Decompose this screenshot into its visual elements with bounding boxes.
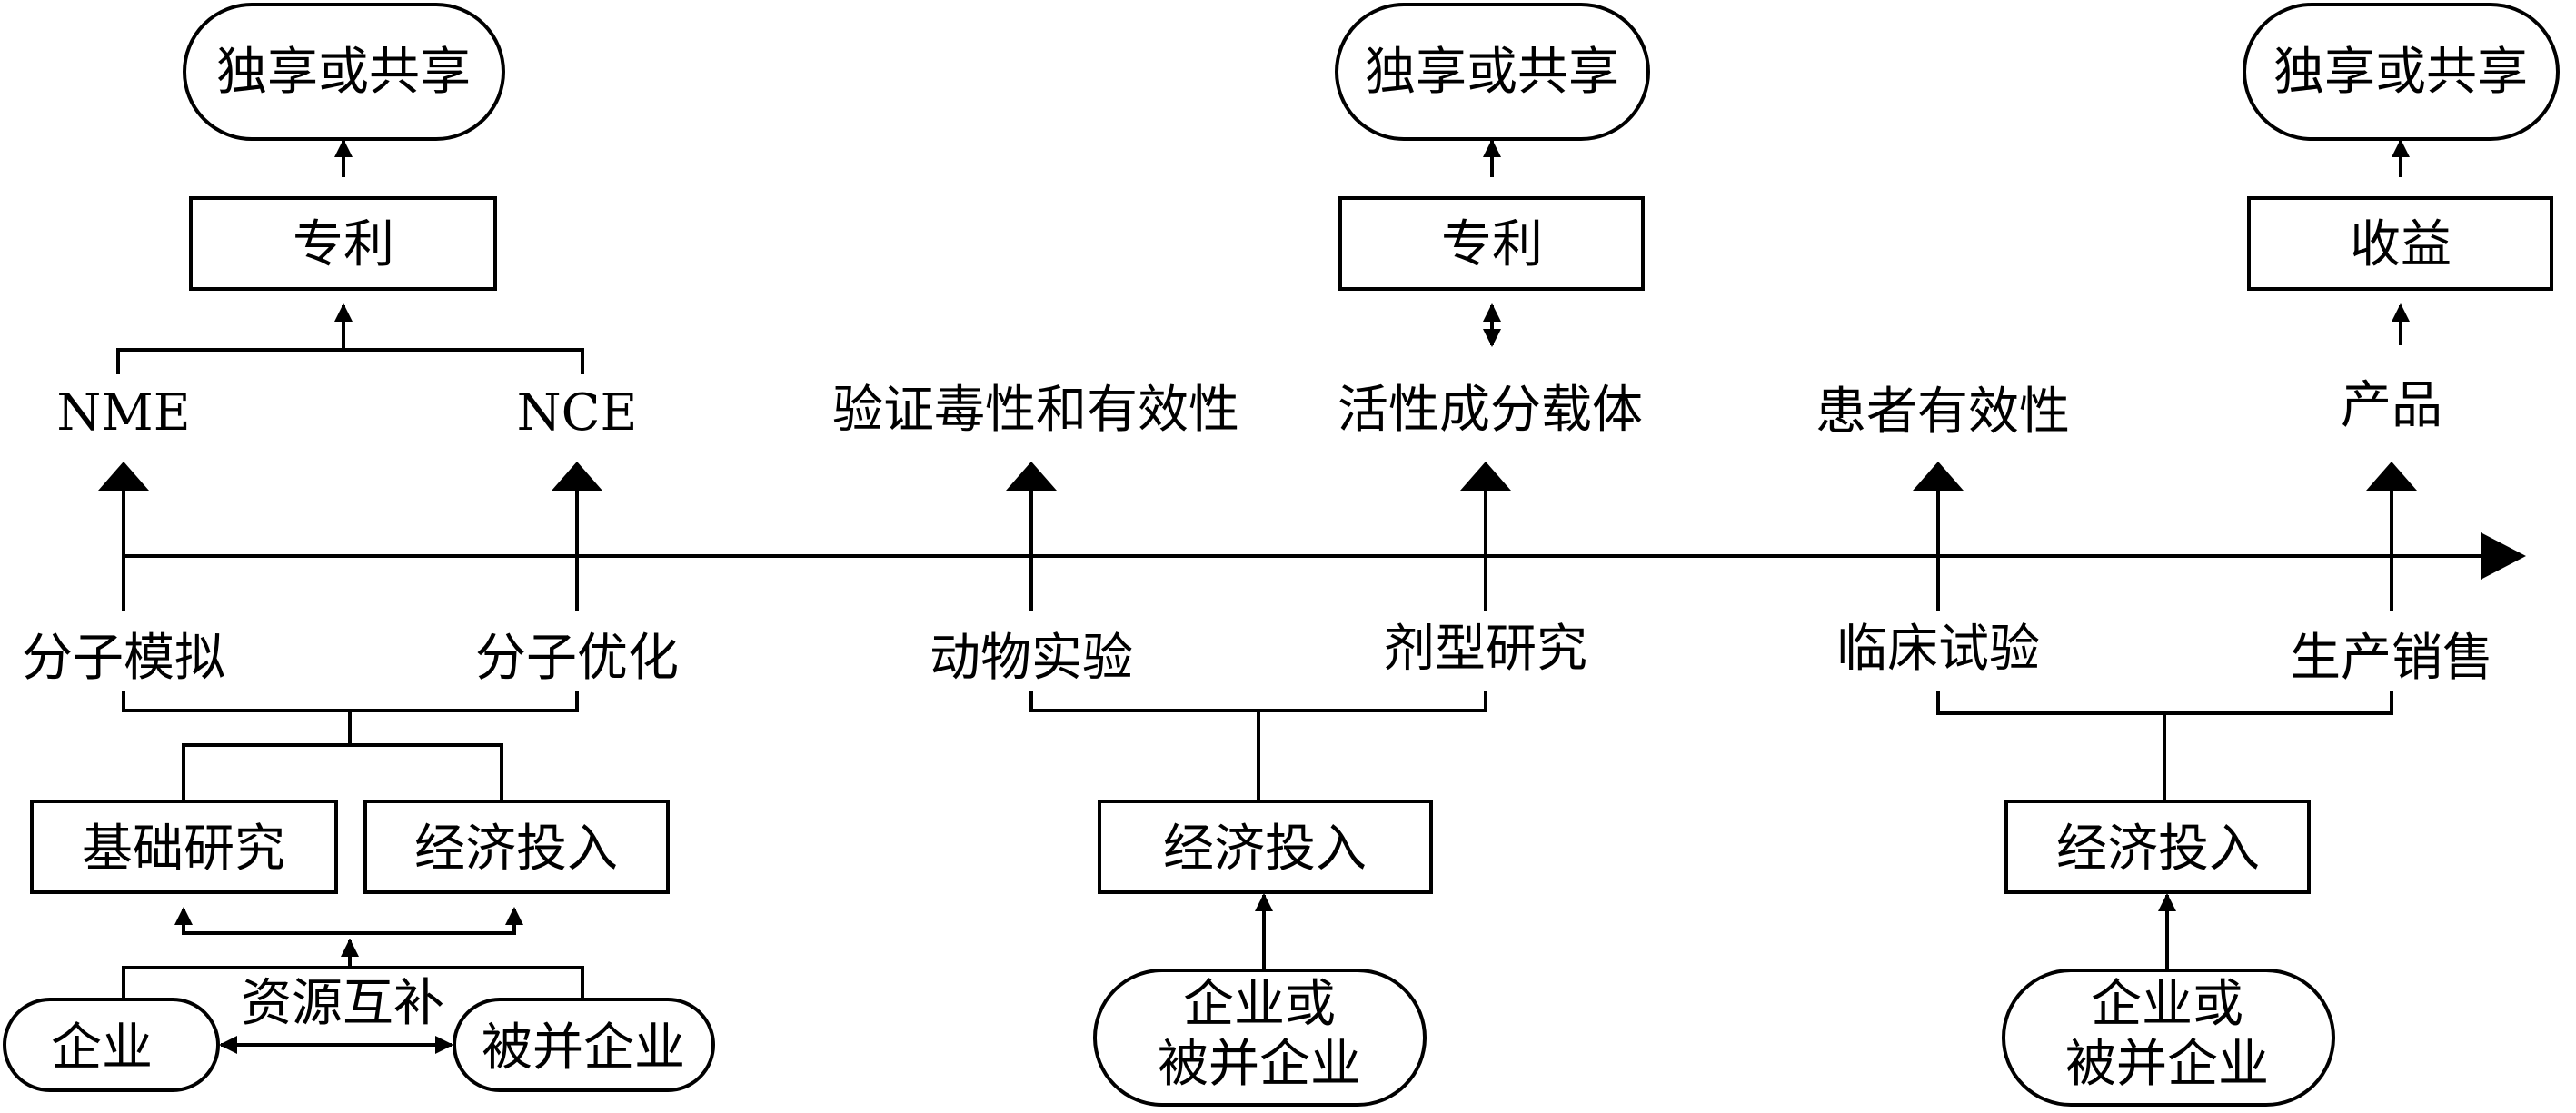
stage-production: 生产销售 — [2290, 629, 2493, 688]
patent-text-left: 专利 — [293, 215, 394, 274]
right-stage-bracket — [1936, 691, 2393, 715]
share-text-right: 独享或共享 — [2273, 43, 2528, 102]
revenue-box — [2247, 196, 2553, 291]
econ-input-box-right — [2004, 800, 2311, 894]
econ-input-box-mid — [1098, 800, 1433, 894]
actor-right-line1: 企业或 — [2091, 975, 2243, 1034]
enterprise-pill — [3, 998, 220, 1092]
patent-box-mid — [1338, 196, 1645, 291]
stage-animal: 动物实验 — [930, 629, 1133, 688]
outcome-toxicity: 验证毒性和有效性 — [832, 381, 1239, 440]
milestone-markers — [98, 462, 2417, 611]
merged-enterprise-text: 被并企业 — [482, 1019, 685, 1078]
outcome-carrier: 活性成分载体 — [1338, 381, 1643, 440]
merged-enterprise-pill — [453, 998, 715, 1092]
mid-stage-bracket — [1029, 691, 1487, 712]
outcome-patient: 患者有效性 — [1815, 383, 2070, 442]
patent-box-left — [189, 196, 497, 291]
actor-mid-line2: 被并企业 — [1158, 1035, 1361, 1094]
econ-input-box-left — [363, 800, 670, 894]
basic-research-box — [30, 800, 338, 894]
enterprise-or-merged-pill-right — [2002, 969, 2335, 1107]
nme-nce-bracket — [116, 348, 584, 374]
enterprise-or-merged-pill-mid — [1093, 969, 1427, 1107]
econ-input-text-left: 经济投入 — [414, 820, 618, 879]
stage-formulation: 剂型研究 — [1384, 620, 1587, 679]
econ-input-text-mid: 经济投入 — [1163, 820, 1367, 879]
resource-complement-label: 资源互补 — [241, 974, 444, 1033]
actor-right-line2: 被并企业 — [2065, 1035, 2269, 1094]
share-text-mid: 独享或共享 — [1365, 43, 1619, 102]
outcome-product: 产品 — [2341, 376, 2442, 435]
timeline-arrowhead — [2481, 532, 2526, 580]
revenue-text: 收益 — [2350, 215, 2452, 274]
share-text-left: 独享或共享 — [216, 43, 471, 102]
enterprise-text: 企业 — [51, 1019, 153, 1078]
stage-mol-model: 分子模拟 — [22, 629, 225, 688]
outcome-nme: NME — [56, 383, 190, 442]
actor-mid-line1: 企业或 — [1183, 975, 1336, 1034]
stage-clinical: 临床试验 — [1836, 620, 2040, 679]
patent-text-mid: 专利 — [1441, 215, 1543, 274]
econ-input-text-right: 经济投入 — [2056, 820, 2260, 879]
stage-mol-opt: 分子优化 — [475, 629, 679, 688]
basic-research-text: 基础研究 — [82, 820, 285, 879]
outcome-nce: NCE — [517, 383, 638, 442]
left-stage-bracket — [122, 691, 579, 712]
